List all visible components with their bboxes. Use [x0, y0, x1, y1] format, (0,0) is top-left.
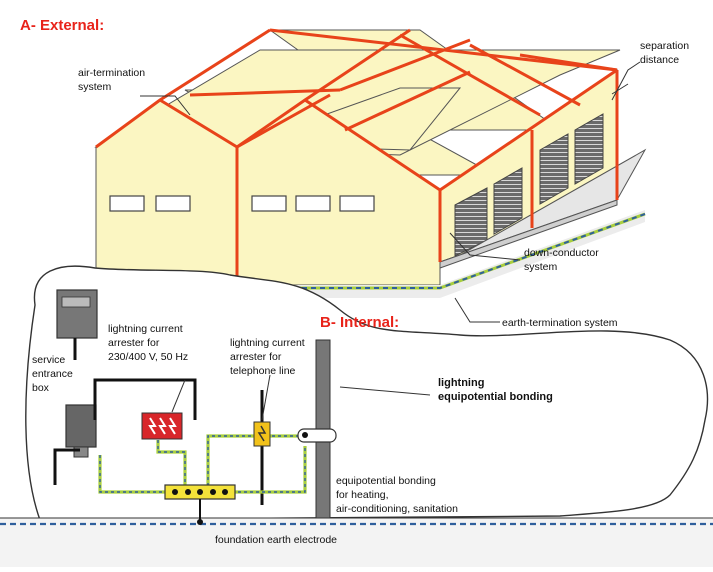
bonding-bar-terminals	[172, 489, 228, 495]
label-bonding-heating-3: air-conditioning, sanitation	[336, 503, 458, 515]
front-windows	[109, 195, 375, 212]
internal-callout-outline	[25, 265, 709, 521]
roller-door	[493, 167, 523, 235]
label-arrester-telephone-1: lightning current	[230, 337, 305, 349]
label-air-termination-1: air-termination	[78, 67, 145, 79]
internal-section	[0, 265, 713, 567]
earth-connection-node	[197, 519, 203, 525]
label-separation-1: separation	[640, 40, 689, 52]
label-arrester-power-2: arrester for	[108, 337, 160, 349]
power-arrester-bolts	[148, 417, 177, 435]
roller-doors	[454, 113, 604, 257]
air-termination-conductors	[95, 28, 619, 285]
pipe-clamp	[297, 428, 337, 443]
power-cables	[53, 378, 264, 505]
label-service-entrance-1: service	[32, 354, 65, 366]
roller-door	[539, 133, 569, 205]
telephone-arrester	[253, 421, 271, 447]
label-lightning-bonding-1: lightning	[438, 377, 484, 389]
title-external: A- External:	[20, 17, 104, 34]
window	[339, 195, 375, 212]
label-arrester-telephone-3: telephone line	[230, 365, 296, 377]
label-down-conductor-1: down-conductor	[524, 247, 599, 259]
label-arrester-power-3: 230/400 V, 50 Hz	[108, 351, 188, 363]
label-separation-2: distance	[640, 54, 679, 66]
label-bonding-heating-2: for heating,	[336, 489, 389, 501]
ground	[0, 518, 713, 567]
telephone-arrester-bolt	[257, 425, 267, 442]
pipe-clamp-bolt	[302, 432, 308, 438]
label-down-conductor-2: system	[524, 261, 558, 273]
main-service-unit	[65, 404, 97, 448]
main-service-unit-base	[73, 446, 89, 458]
roller-door	[574, 113, 604, 185]
label-foundation-electrode: foundation earth electrode	[215, 534, 337, 546]
meter-display	[61, 296, 91, 308]
label-bonding-heating-1: equipotential bonding	[336, 475, 436, 487]
ramp-edge	[439, 199, 618, 269]
label-air-termination-2: system	[78, 81, 112, 93]
label-service-entrance-2: entrance	[32, 368, 73, 380]
label-arrester-power-1: lightning current	[108, 323, 183, 335]
bonding-conductors	[98, 434, 310, 494]
title-internal: B- Internal:	[320, 314, 399, 331]
window	[251, 195, 287, 212]
label-arrester-telephone-2: arrester for	[230, 351, 282, 363]
label-service-entrance-3: box	[32, 382, 50, 394]
label-lightning-bonding-2: equipotential bonding	[438, 391, 553, 403]
window	[295, 195, 331, 212]
label-earth-termination: earth-termination system	[502, 317, 618, 329]
window	[155, 195, 191, 212]
leader-lines	[140, 61, 641, 421]
window	[109, 195, 145, 212]
